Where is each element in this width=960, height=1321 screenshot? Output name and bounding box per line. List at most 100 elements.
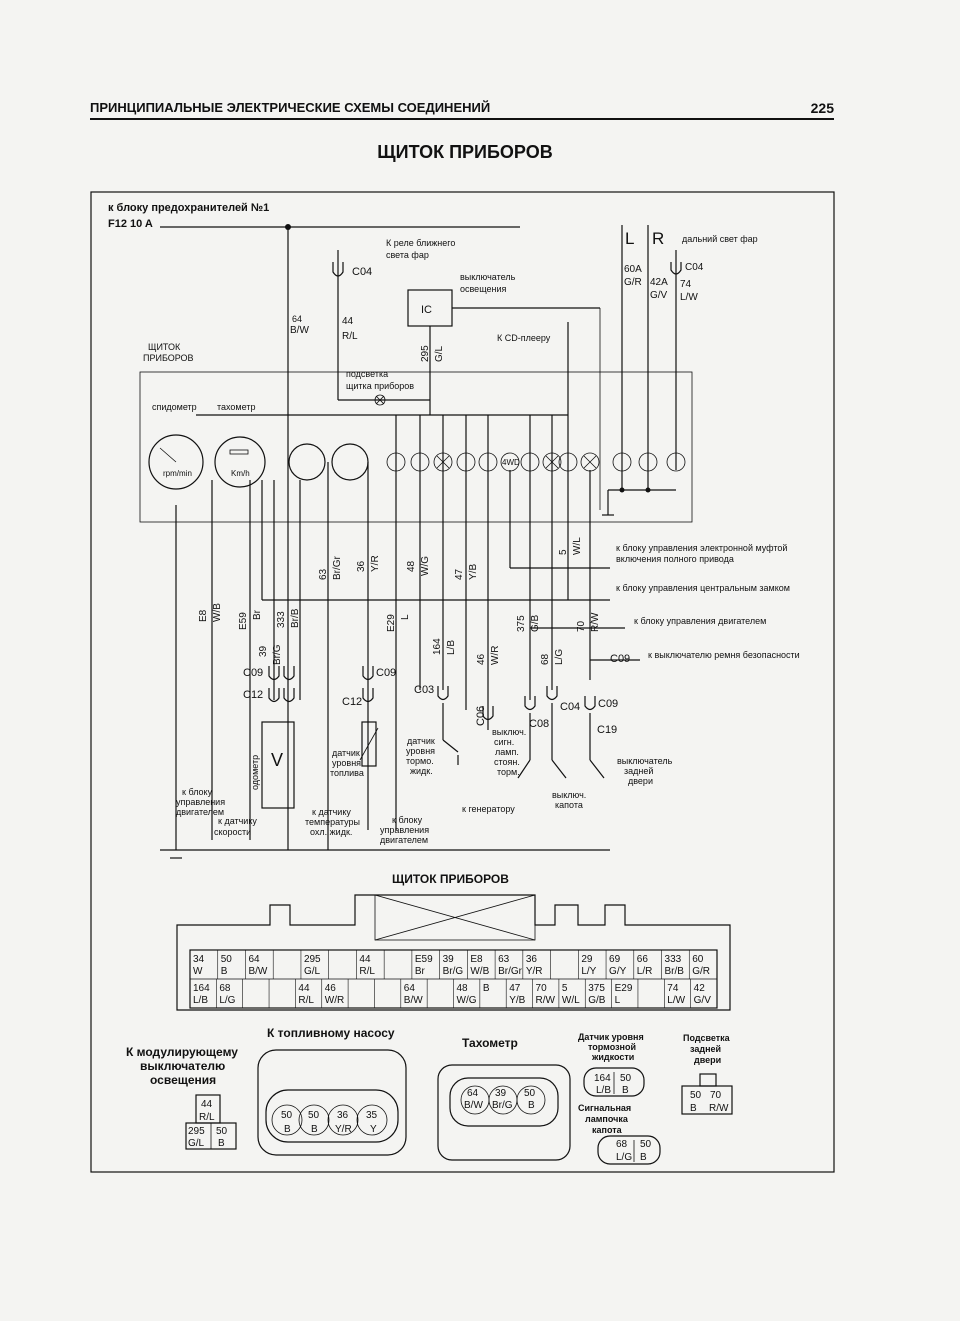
svg-text:375: 375 (516, 615, 527, 632)
connector-pin-row1-18-color: G/R (692, 966, 710, 977)
door-light-title-2: задней (690, 1044, 721, 1054)
label-4wd-module: к блоку управления электронной муфтой (616, 543, 787, 553)
label-seatbelt: к выключателю ремня безопасности (648, 650, 800, 660)
connector-table-title: ЩИТОК ПРИБОРОВ (392, 872, 509, 886)
fuel-sensor (361, 721, 377, 767)
connector-pin-row2-0-color: L/B (193, 995, 208, 1006)
svg-text:B: B (218, 1138, 225, 1149)
connector-pin-row1-15-color: G/Y (609, 966, 627, 977)
c12-left: C12 (243, 689, 263, 701)
svg-text:W/R: W/R (490, 646, 501, 665)
cd-label: К CD-плееру (497, 333, 551, 343)
svg-text:L: L (400, 614, 411, 620)
svg-text:Br/G: Br/G (492, 1100, 513, 1111)
svg-text:двигателем: двигателем (176, 807, 224, 817)
svg-text:E8: E8 (198, 609, 209, 622)
svg-text:50: 50 (620, 1073, 632, 1084)
svg-text:164: 164 (594, 1073, 611, 1084)
connector-pin-row1-15-number: 69 (609, 954, 621, 965)
connector-pin-row1-1-color: B (221, 966, 228, 977)
connector-pin-row1-2-color: B/W (248, 966, 267, 977)
svg-text:W/G: W/G (420, 556, 431, 576)
svg-text:B/W: B/W (464, 1100, 483, 1111)
door-light-title: Подсветка (683, 1033, 731, 1043)
svg-text:R/L: R/L (199, 1112, 215, 1123)
connector-pin-row1-11-number: 63 (498, 954, 510, 965)
w42-color: G/V (650, 290, 668, 301)
svg-text:выключ.: выключ. (552, 790, 586, 800)
c09-left: C09 (243, 667, 263, 679)
svg-text:50: 50 (308, 1110, 320, 1121)
svg-text:G/B: G/B (530, 614, 541, 632)
connector-pin-row2-12-color: Y/B (509, 995, 525, 1006)
svg-text:Y/B: Y/B (468, 564, 479, 580)
panel-label: ЩИТОК (148, 342, 181, 352)
svg-text:к датчику: к датчику (218, 816, 257, 826)
connector-pin-row2-16-color: L (615, 995, 621, 1006)
connector-pin-row2-5-number: 46 (325, 983, 337, 994)
svg-text:W/B: W/B (212, 603, 223, 622)
connector-pin-row1-12-color: Y/R (526, 966, 543, 977)
temp-gauge (331, 443, 369, 481)
instrument-panel-box (139, 371, 693, 523)
w44-num: 44 (342, 316, 354, 327)
switches (442, 703, 605, 779)
mod-title-2: выключателю (140, 1059, 225, 1073)
svg-text:164: 164 (432, 638, 443, 655)
svg-text:E29: E29 (386, 614, 397, 632)
svg-text:47: 47 (454, 568, 465, 580)
connector-pin-row1-18-number: 60 (692, 954, 704, 965)
speedo-label: спидометр (152, 402, 197, 412)
svg-text:к датчику: к датчику (312, 807, 351, 817)
connector-pin-row1-4-color: G/L (304, 966, 321, 977)
connector-pin-row1-14-number: 29 (581, 954, 593, 965)
connector-pin-row2-4-color: R/L (298, 995, 314, 1006)
connector-pin-row1-8-number: E59 (415, 954, 433, 965)
connector-pin-row2-0-number: 164 (193, 983, 210, 994)
c09-mid: C09 (376, 667, 396, 679)
connector-pin-row1-14-color: L/Y (581, 966, 596, 977)
svg-text:50: 50 (216, 1126, 228, 1137)
lamp-icon (374, 394, 386, 406)
brake-fluid-connector: 164 L/B 50 B (583, 1067, 645, 1097)
svg-text:управления: управления (380, 825, 429, 835)
svg-text:L/B: L/B (446, 640, 457, 655)
odometer-box (261, 721, 295, 809)
connector-pin-row2-19-number: 42 (694, 983, 706, 994)
connector-pin-row1-11-color: Br/Gr (498, 966, 523, 977)
tacho-label: тахометр (217, 402, 255, 412)
w60-num: 60A (624, 264, 642, 275)
connector-table-row-1: 34W50B64B/W295G/L44R/LE59Br39Br/GE8W/B63… (193, 950, 710, 979)
svg-text:46: 46 (476, 653, 487, 665)
svg-text:торм.: торм. (497, 767, 520, 777)
svg-text:L/B: L/B (596, 1085, 611, 1096)
svg-text:68: 68 (616, 1139, 628, 1150)
relay-label: К реле ближнего (386, 238, 455, 248)
c06-label: C06 (475, 706, 487, 726)
connector-pin-row1-9-color: Br/G (443, 966, 464, 977)
svg-text:задней: задней (624, 766, 653, 776)
c09-seatbelt: C09 (610, 653, 630, 665)
c04-label: C04 (352, 266, 372, 278)
connector-pin-row2-15-color: G/B (588, 995, 606, 1006)
connector-pin-row1-10-number: E8 (470, 954, 483, 965)
panel-label-2: ПРИБОРОВ (143, 353, 194, 363)
v-label: V (271, 750, 283, 770)
connector-pin-row2-13-number: 70 (536, 983, 548, 994)
svg-text:ламп.: ламп. (495, 747, 519, 757)
svg-text:E59: E59 (238, 612, 249, 630)
svg-text:50: 50 (281, 1110, 293, 1121)
svg-text:48: 48 (406, 560, 417, 572)
connector-pin-row2-1-number: 68 (219, 983, 231, 994)
svg-text:Br/Gr: Br/Gr (332, 555, 343, 580)
label-4wd-module-2: включения полного привода (616, 554, 734, 564)
rpm-label: rpm/min (163, 469, 192, 478)
connector-pin-row2-14-color: W/L (562, 995, 580, 1006)
connector-pin-row2-8-number: 64 (404, 983, 416, 994)
connector-pin-row1-16-color: L/R (637, 966, 653, 977)
svg-text:64: 64 (467, 1088, 479, 1099)
svg-text:Y/R: Y/R (370, 555, 381, 572)
svg-text:топлива: топлива (330, 768, 364, 778)
w44-color: R/L (342, 331, 358, 342)
